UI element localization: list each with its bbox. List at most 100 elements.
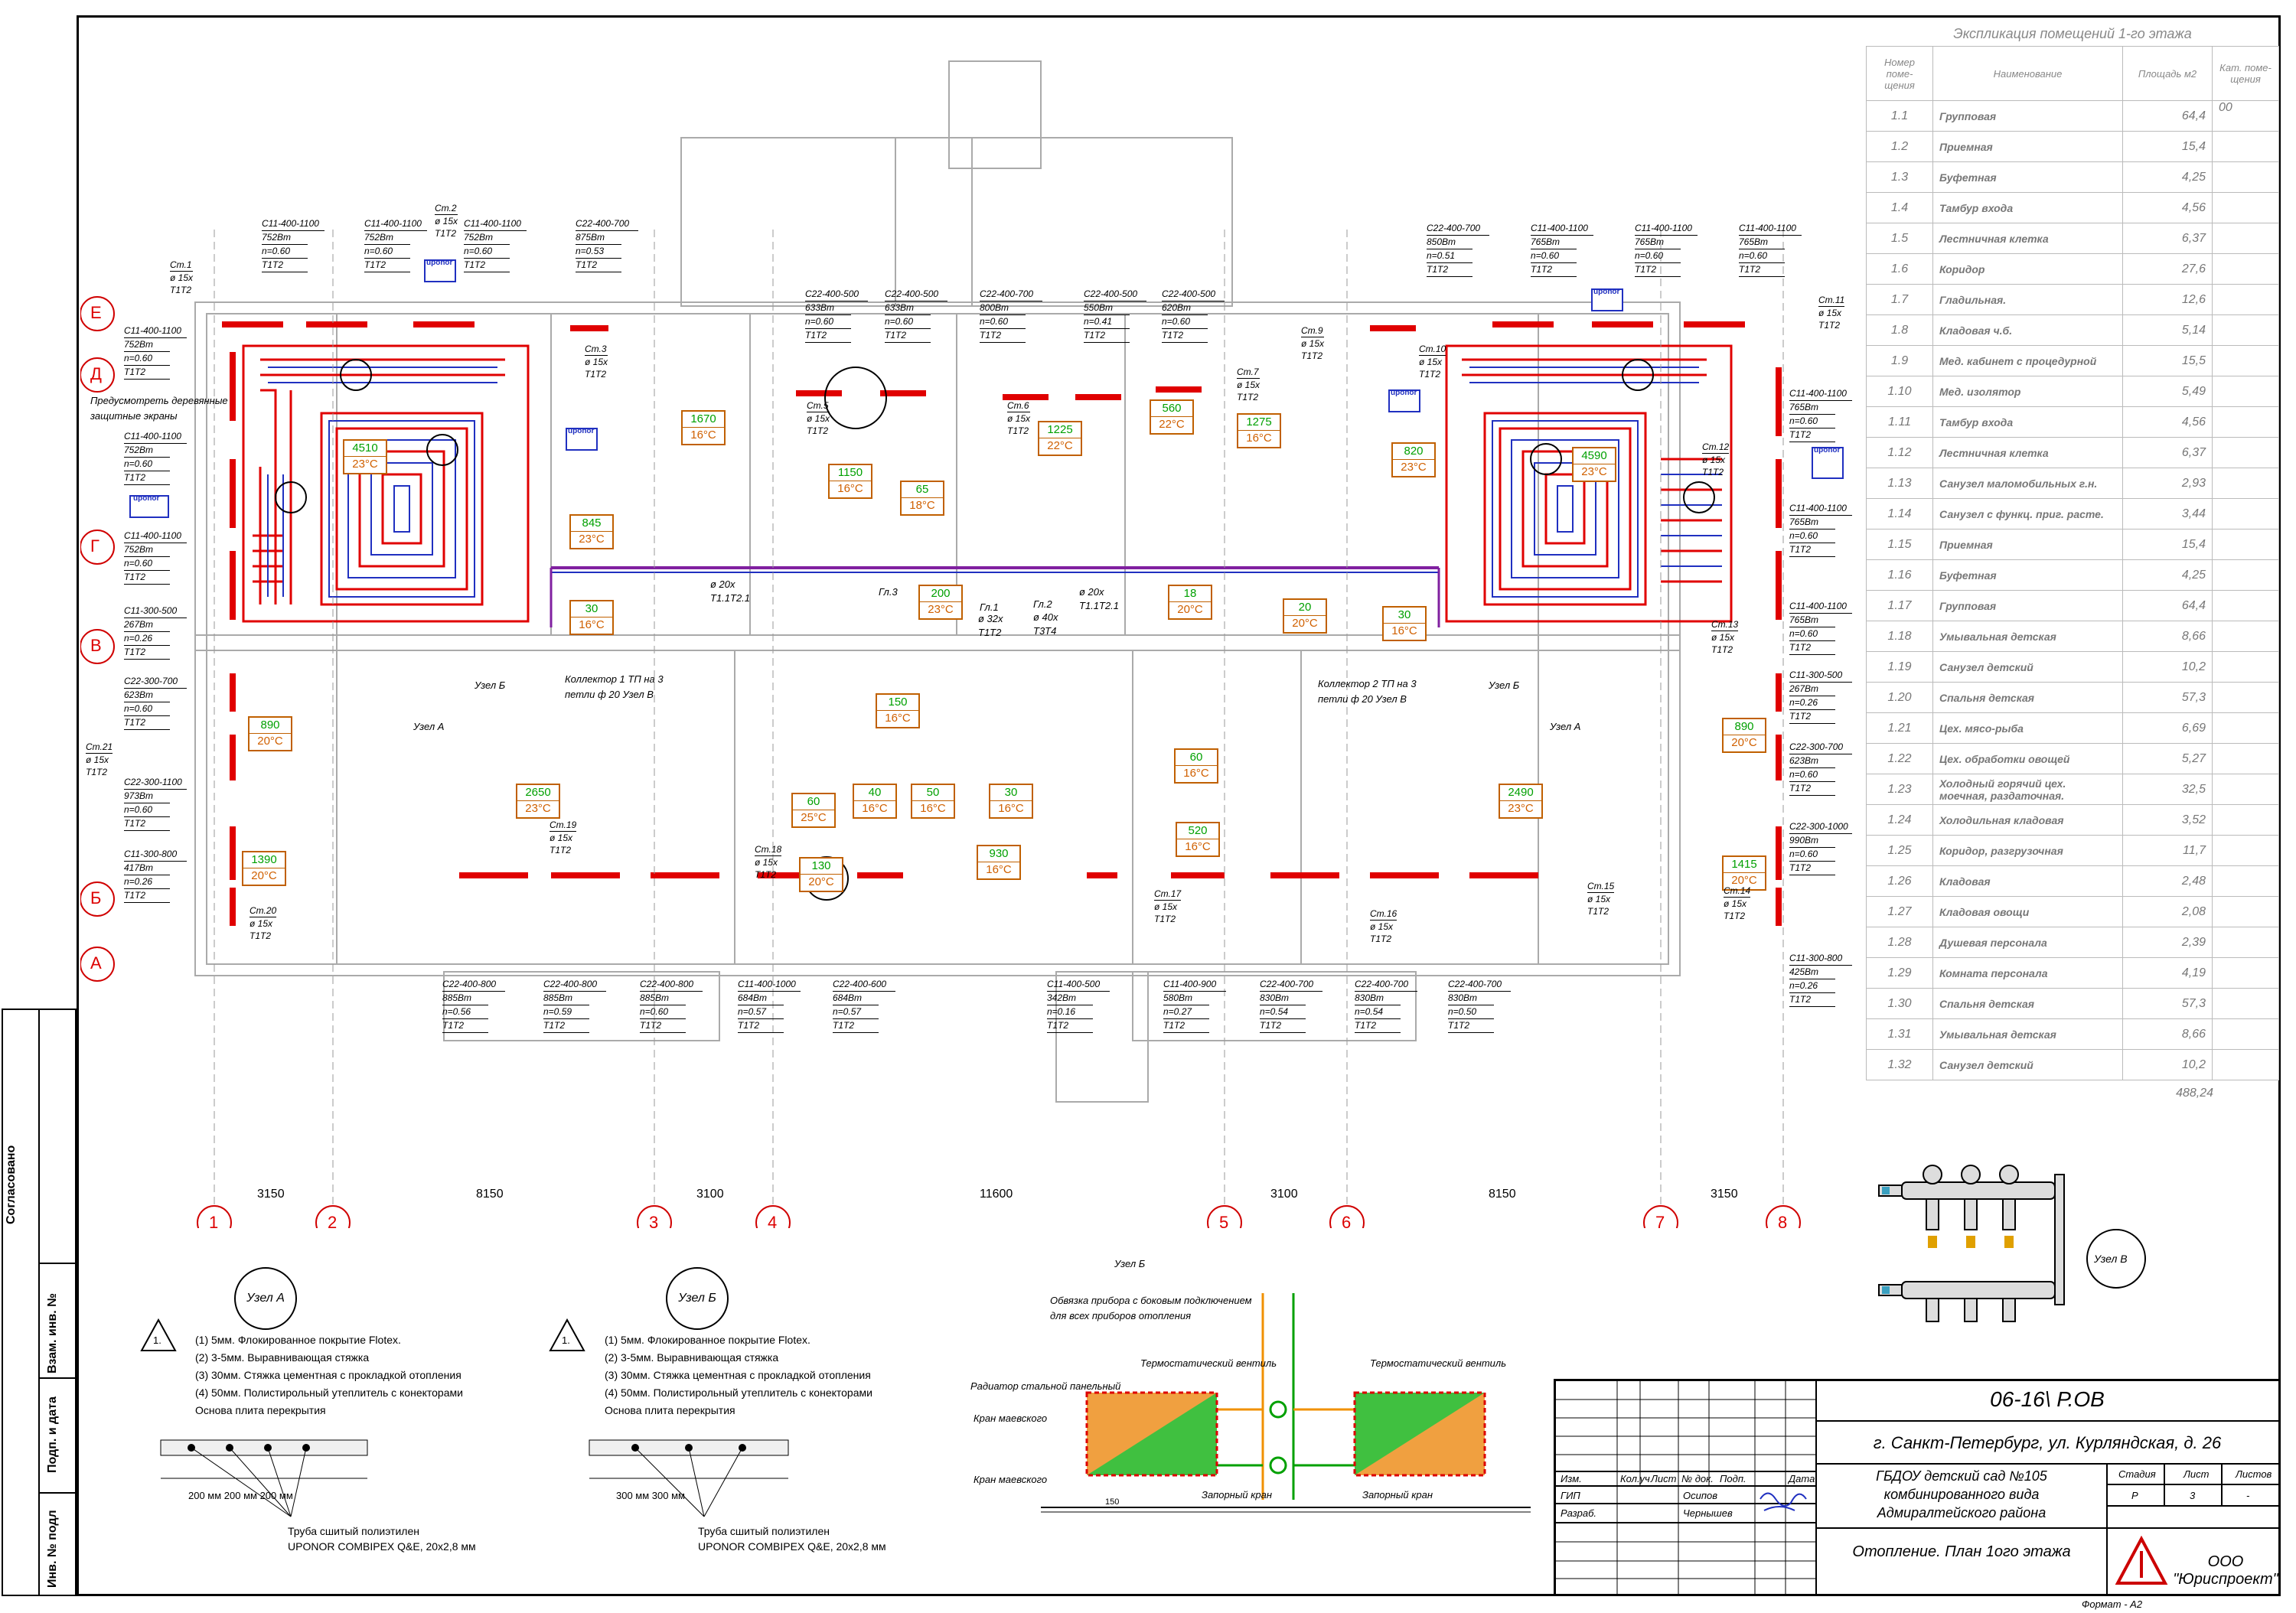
radiator-t: С22-400-800	[442, 978, 505, 992]
tb-name-gip: Осипов	[1683, 1490, 1718, 1501]
radiator-n: n=0.57	[738, 1005, 784, 1019]
note-wooden-screens: Предусмотреть деревянные защитные экраны	[90, 395, 228, 422]
radiator-t: С22-400-700	[1448, 978, 1511, 992]
radiator-t: С11-400-1100	[1789, 502, 1852, 516]
explication-cell-name: Цех. обработки овощей	[1932, 743, 2123, 774]
radiator-n: n=0.60	[805, 315, 851, 329]
node-b-mark: 1.	[562, 1334, 570, 1346]
tb-col-doc: № док.	[1681, 1473, 1714, 1484]
radiator-n: n=0.26	[1789, 696, 1835, 710]
radiator-t: С11-300-800	[124, 848, 187, 862]
radiator-c: Т1Т2	[1789, 862, 1835, 875]
radiator-c: Т1Т2	[1355, 1019, 1401, 1033]
riser-id: Ст.20	[249, 905, 277, 917]
radiator-n: n=0.60	[124, 557, 170, 571]
thermo-right: Термостатический вентиль	[1370, 1357, 1507, 1369]
layer-line: (3) 30мм. Стяжка цементная с прокладкой …	[605, 1369, 871, 1381]
radiator-w: 752Вт	[124, 338, 170, 352]
tb-role-dev: Разраб.	[1561, 1507, 1597, 1519]
explication-cell-num: 1.13	[1866, 468, 1933, 499]
explication-cell-cat	[2212, 376, 2279, 407]
room-temperature: 23°С	[928, 603, 954, 616]
riser-diameter: ø 15х	[807, 413, 830, 424]
explication-table: Экспликация помещений 1-го этажа Номер п…	[1866, 21, 2279, 1100]
radiator-t: С11-400-1100	[1789, 600, 1852, 614]
radiator-t: С22-300-1000	[1789, 820, 1852, 834]
node-b-triangle	[549, 1318, 585, 1351]
riser-diameter: ø 15х	[755, 857, 778, 868]
radiator-t: С11-400-500	[1047, 978, 1110, 992]
layer-line: (4) 50мм. Полистирольный утеплитель с ко…	[605, 1387, 872, 1399]
explication-cell-name: Холодильная кладовая	[1932, 804, 2123, 836]
gl1-label: Гл.1	[980, 601, 999, 613]
riser-circuit: Т1Т2	[249, 930, 272, 941]
explication-cell-area: 5,14	[2122, 314, 2213, 346]
shutoff-right: Запорный кран	[1362, 1489, 1433, 1501]
riser-circuit: Т1Т2	[755, 869, 777, 880]
layer-line: (3) 30мм. Стяжка цементная с прокладкой …	[195, 1369, 461, 1381]
explication-cell-cat	[2212, 192, 2279, 223]
riser-id: Ст.9	[1301, 325, 1325, 337]
dim-1: 3150	[257, 1188, 285, 1201]
explication-cell-num: 1.23	[1866, 774, 1933, 805]
explication-cell-area: 2,39	[2122, 927, 2213, 958]
explication-cell-area: 4,25	[2122, 161, 2213, 193]
radiator-w: 623Вт	[124, 689, 170, 702]
radiator-node-title: Узел Б	[1114, 1258, 1146, 1269]
explication-cell-num: 1.2	[1866, 131, 1933, 162]
explication-cell-cat	[2212, 253, 2279, 285]
radiator-c: Т1Т2	[1163, 1019, 1209, 1033]
riser-id: Ст.6	[1007, 400, 1031, 412]
radiator-w: 885Вт	[543, 992, 589, 1005]
radiator-t: С11-400-1100	[364, 217, 427, 231]
radiator-w: 620Вт	[1162, 301, 1208, 315]
explication-cell-name: Санузел с функц. приг. расте.	[1932, 498, 2123, 530]
explication-cell-cat: 00	[2212, 100, 2279, 132]
explication-cell-num: 1.18	[1866, 621, 1933, 652]
room-heat-load: 40	[854, 785, 895, 801]
radiator-w: 765Вт	[1789, 614, 1835, 627]
radiator-n: n=0.60	[1789, 768, 1835, 782]
radiator-c: Т1Т2	[124, 646, 170, 660]
mayevsky-1: Кран маевского	[974, 1413, 1048, 1424]
uzel-a-label-left: Узел А	[413, 721, 445, 732]
riser-id: Ст.3	[585, 344, 608, 356]
room-heat-load: 1275	[1238, 415, 1280, 431]
room-temperature: 20°С	[1731, 736, 1757, 749]
riser-id: Ст.13	[1711, 619, 1739, 631]
riser-diameter: ø 15х	[249, 918, 273, 929]
main-supply-pipe	[550, 566, 1440, 627]
room-heat-load: 1225	[1039, 422, 1081, 438]
riser-diameter: ø 15х	[1702, 455, 1726, 465]
stamp-column	[2, 1009, 77, 1596]
radiator-w: 684Вт	[833, 992, 879, 1005]
room-temperature: 16°С	[885, 712, 911, 725]
radiator-t: С22-300-700	[124, 675, 187, 689]
room-heat-load: 30	[571, 601, 612, 618]
radiator-node-scheme	[1041, 1293, 1531, 1513]
radiator-t: С22-400-600	[833, 978, 895, 992]
riser-circuit: Т1Т2	[1419, 369, 1441, 380]
room-temperature: 23°С	[525, 802, 551, 815]
